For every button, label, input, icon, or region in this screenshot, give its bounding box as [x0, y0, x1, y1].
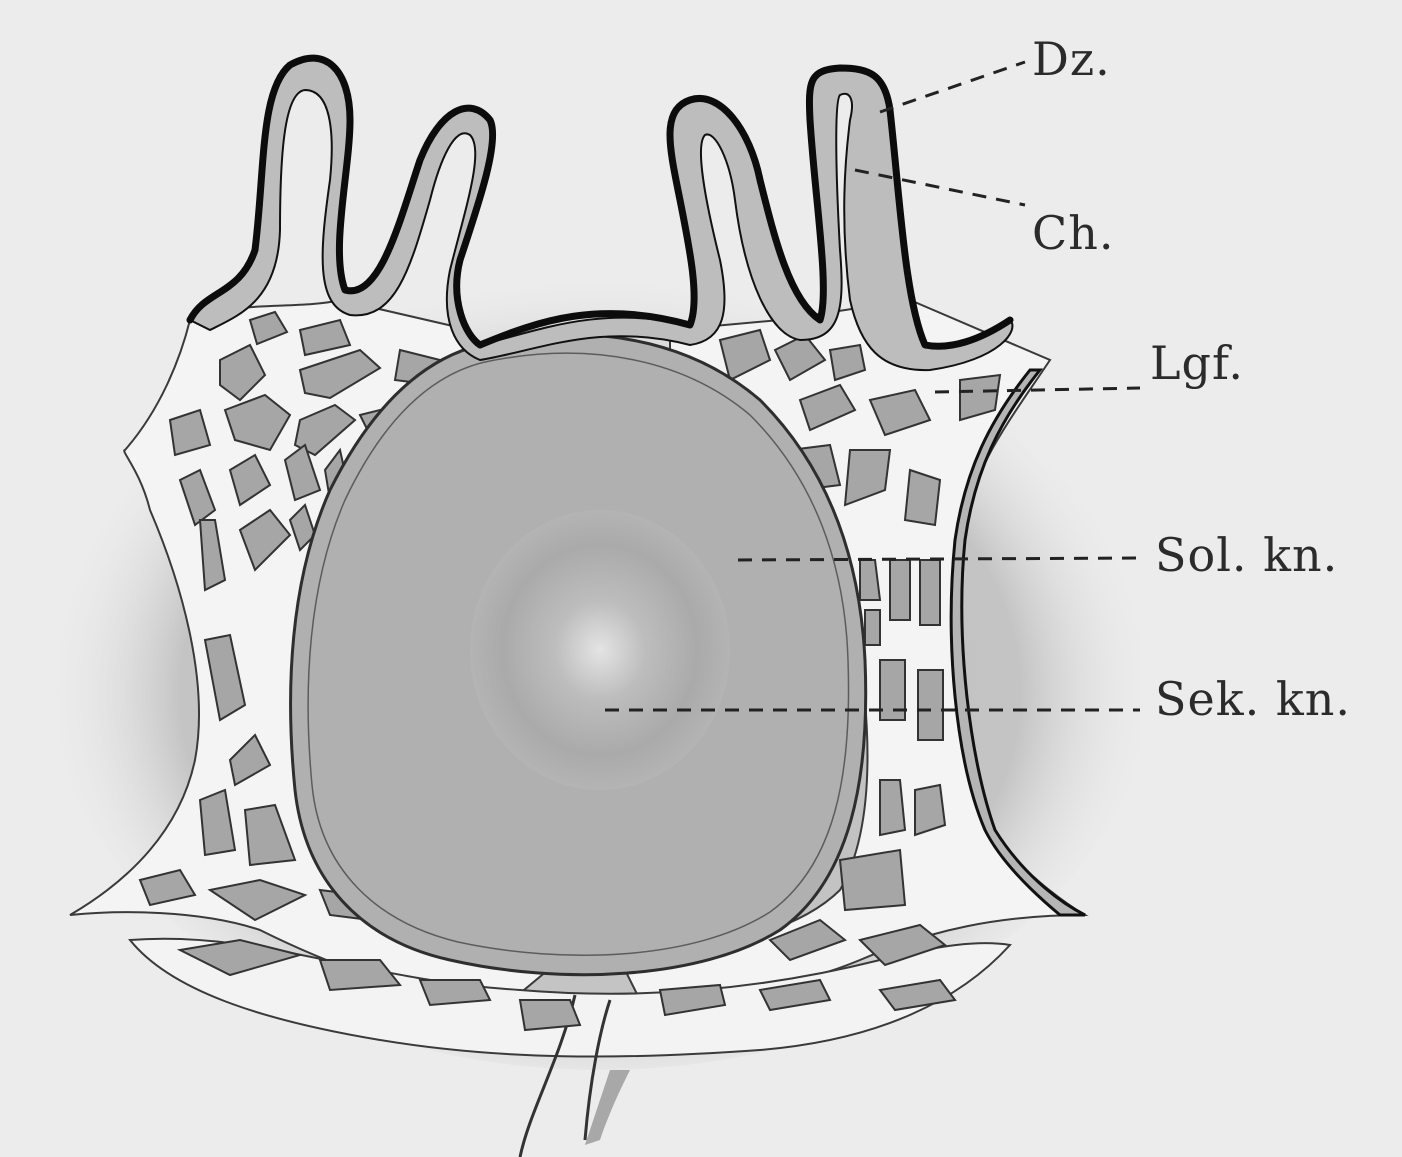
label-sek-kn: Sek. kn.	[1155, 676, 1351, 722]
label-lgf: Lgf.	[1150, 340, 1244, 386]
label-sol-kn: Sol. kn.	[1155, 532, 1338, 578]
leader-line-dz	[880, 62, 1025, 112]
label-ch: Ch.	[1032, 210, 1114, 256]
germinal-center	[470, 510, 730, 790]
leader-line-sol-kn	[738, 558, 1140, 560]
label-dz: Dz.	[1032, 36, 1111, 82]
